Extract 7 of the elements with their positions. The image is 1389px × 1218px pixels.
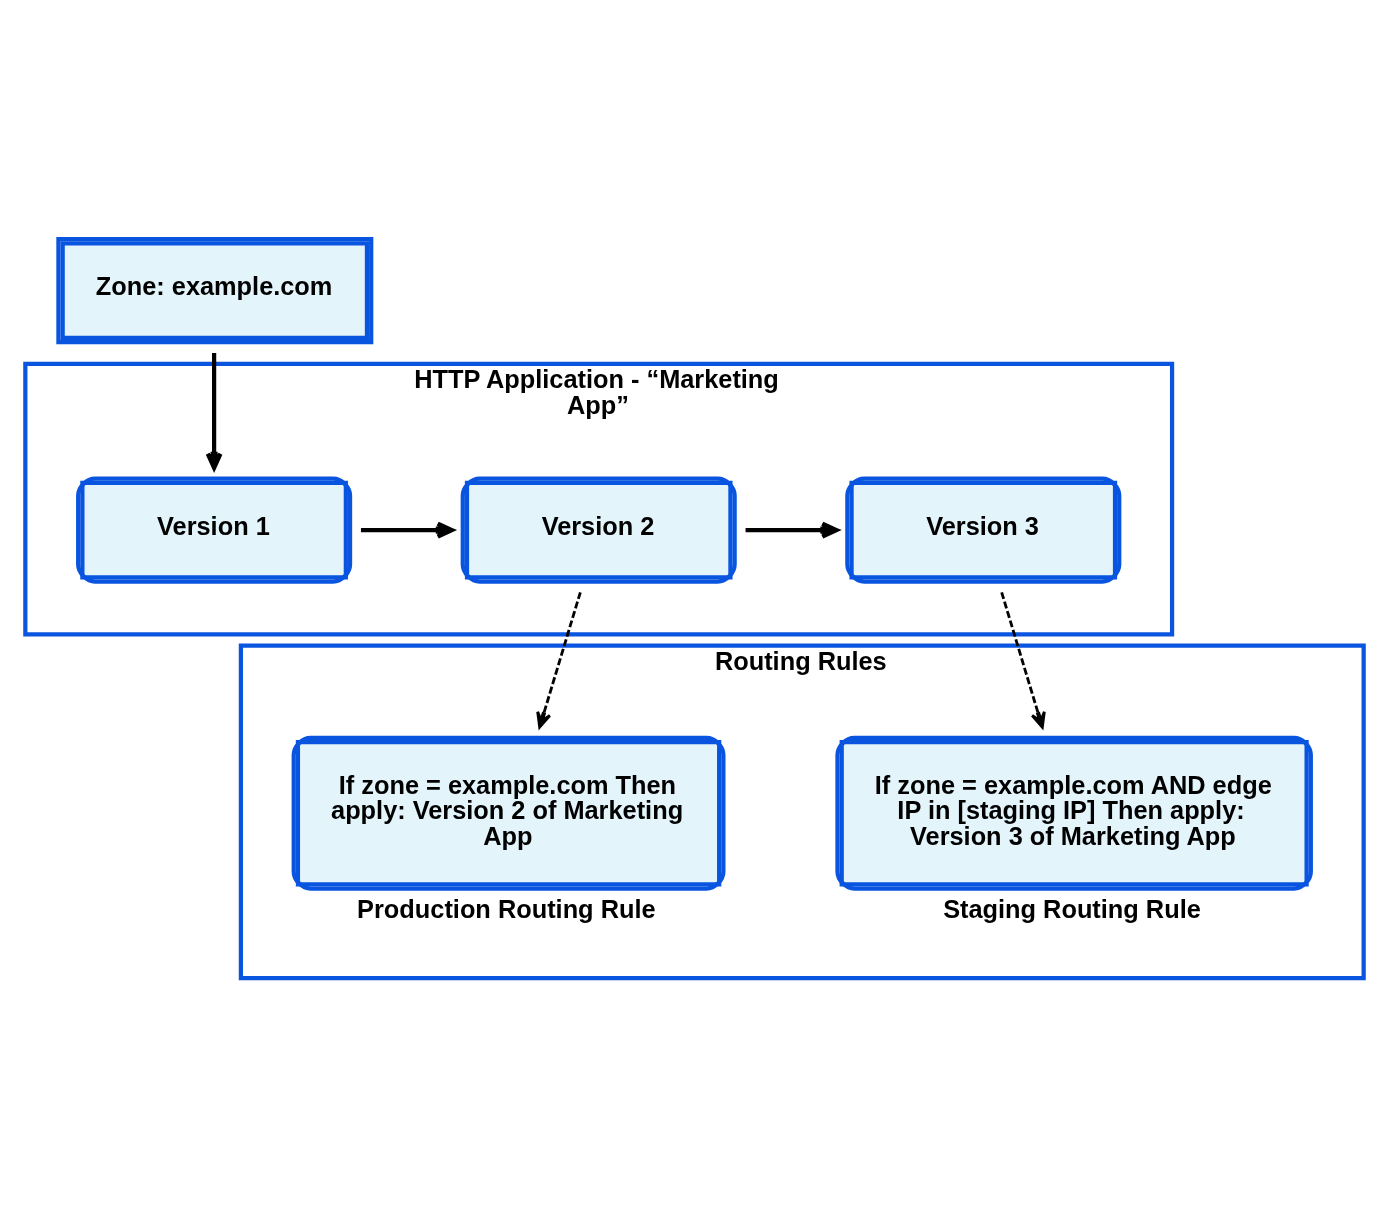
- arrow: [205, 352, 223, 471]
- node-label: Staging Routing Rule: [943, 895, 1201, 924]
- arrow: [536, 591, 582, 729]
- arrow: [1000, 591, 1046, 729]
- arrow: [745, 521, 839, 539]
- arrow: [360, 521, 455, 539]
- node-label: Production Routing Rule: [357, 895, 656, 924]
